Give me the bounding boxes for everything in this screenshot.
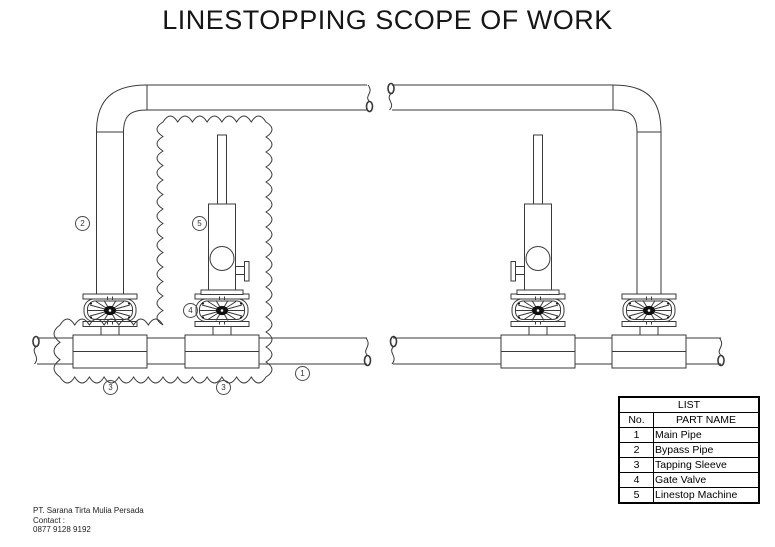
bypass-pipe-left bbox=[96, 84, 367, 294]
gate-valve-machine-right bbox=[510, 293, 566, 336]
gate-valve-machine-left bbox=[194, 293, 250, 336]
tapping-sleeve-left-1 bbox=[72, 334, 148, 369]
part-no: 5 bbox=[618, 487, 654, 504]
table-row: 3 Tapping Sleeve bbox=[618, 457, 760, 473]
contact-label: Contact : bbox=[33, 515, 66, 525]
callout-tapping-sleeve-left: 3 bbox=[103, 380, 118, 395]
part-name: Main Pipe bbox=[653, 427, 760, 443]
callout-tapping-sleeve-right: 3 bbox=[216, 380, 231, 395]
gate-valve-bypass-left bbox=[82, 293, 138, 336]
callout-linestop-machine: 5 bbox=[192, 215, 207, 231]
bypass-pipe-right bbox=[392, 84, 662, 294]
parts-list-table: LIST No. PART NAME 1 Main Pipe 2 Bypass … bbox=[618, 396, 760, 504]
contact-phone: 0877 9128 9192 bbox=[33, 525, 91, 535]
footer: PT. Sarana Tirta Mulia Persada Contact :… bbox=[33, 506, 144, 535]
table-title: LIST bbox=[618, 396, 760, 413]
part-no: 3 bbox=[618, 457, 654, 473]
gate-valve-bypass-right bbox=[621, 293, 677, 336]
part-name: Linestop Machine bbox=[653, 487, 760, 504]
table-row: 5 Linestop Machine bbox=[618, 487, 760, 504]
part-no: 2 bbox=[618, 442, 654, 458]
part-name: Gate Valve bbox=[653, 472, 760, 488]
part-no: 4 bbox=[618, 472, 654, 488]
tapping-sleeve-right-2 bbox=[611, 334, 687, 369]
callout-main-pipe: 1 bbox=[295, 365, 310, 381]
part-no: 1 bbox=[618, 427, 654, 443]
callout-bypass-pipe: 2 bbox=[75, 215, 90, 231]
page-title: LINESTOPPING SCOPE OF WORK bbox=[162, 5, 613, 35]
part-name: Bypass Pipe bbox=[653, 442, 760, 458]
tapping-sleeve-left-2 bbox=[184, 334, 260, 369]
column-header-part-name: PART NAME bbox=[653, 412, 760, 428]
table-row: 4 Gate Valve bbox=[618, 472, 760, 488]
linestop-machine-left bbox=[200, 134, 250, 295]
tapping-sleeve-right-1 bbox=[500, 334, 576, 369]
callout-gate-valve: 4 bbox=[183, 303, 198, 318]
part-name: Tapping Sleeve bbox=[653, 457, 760, 473]
company-name: PT. Sarana Tirta Mulia Persada bbox=[33, 506, 144, 515]
linestop-machine-right bbox=[510, 134, 560, 295]
table-row: 2 Bypass Pipe bbox=[618, 442, 760, 458]
column-header-no: No. bbox=[618, 412, 654, 428]
pipe-break-symbols bbox=[32, 82, 725, 367]
scope-cloud bbox=[53, 115, 273, 384]
table-row: 1 Main Pipe bbox=[618, 427, 760, 443]
